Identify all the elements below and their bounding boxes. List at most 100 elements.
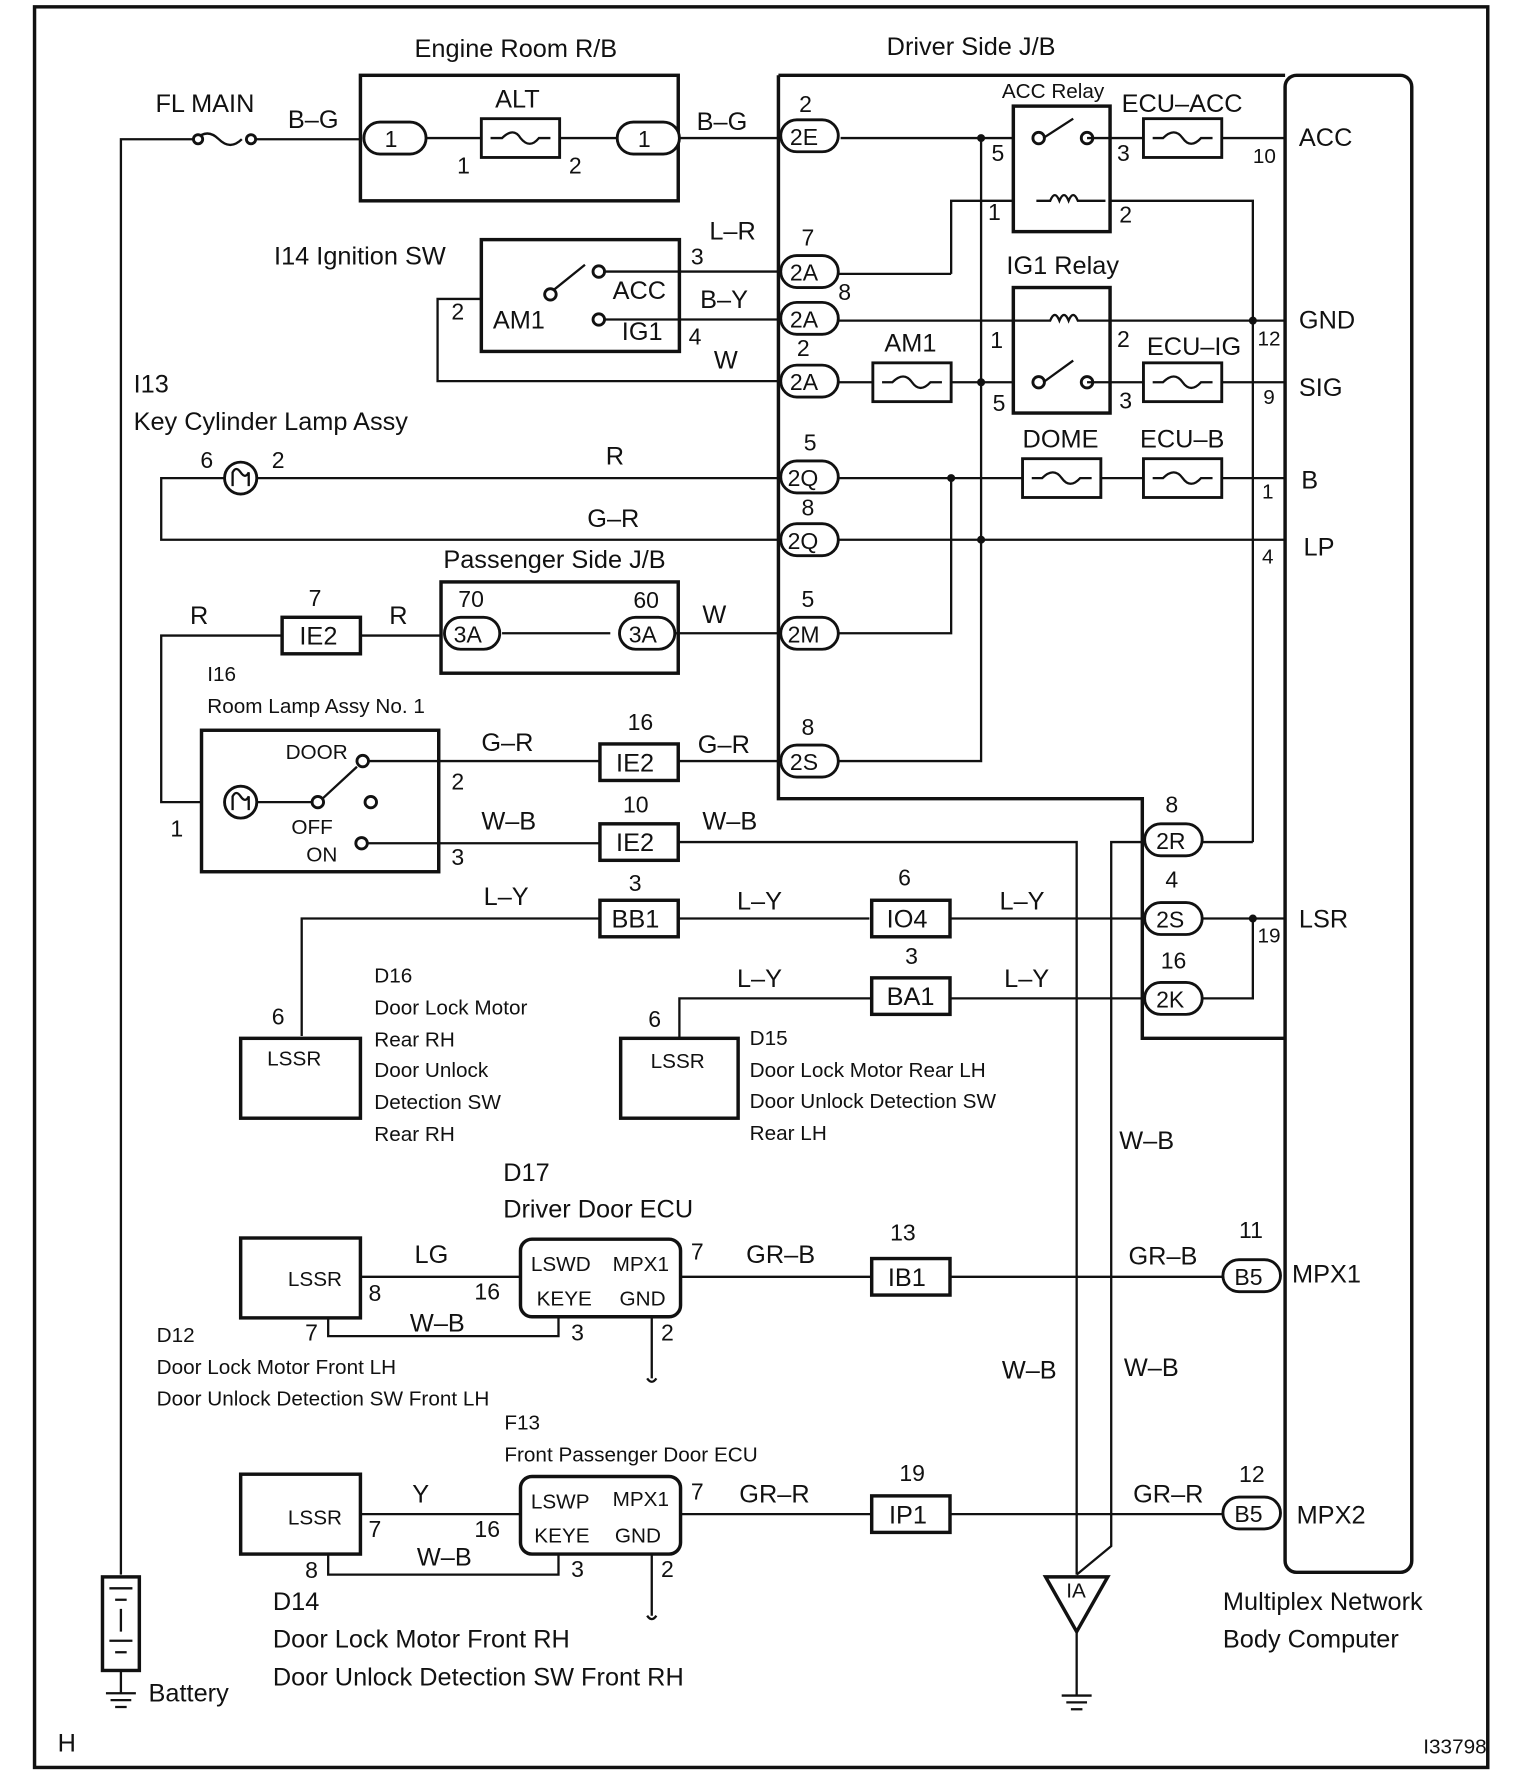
d12-line1: Door Lock Motor Front LH [157, 1356, 397, 1379]
acc-relay-pin-5: 5 [991, 140, 1004, 166]
d16-line2: Rear RH [374, 1028, 455, 1051]
d17-pin-3: 3 [571, 1320, 584, 1346]
ign-ig1: IG1 [622, 318, 663, 346]
bc-acc: ACC [1299, 124, 1352, 152]
ig1-relay-label: IG1 Relay [1006, 252, 1119, 280]
wire-ly-1: L–Y [484, 883, 529, 911]
d15-pin-6: 6 [648, 1006, 661, 1032]
d15-box [618, 1036, 740, 1120]
psjb-pin-60: 60 [633, 587, 659, 613]
pin-2a-7: 7 [801, 224, 814, 250]
d12-pin-7: 7 [305, 1320, 318, 1346]
wire-ly-3: L–Y [1000, 887, 1045, 915]
ib1-pin-13: 13 [890, 1219, 916, 1245]
pin-2s-4: 4 [1165, 867, 1178, 893]
ig1-relay-pin-1: 1 [990, 327, 1003, 353]
rl-pin-2: 2 [451, 769, 464, 795]
d16-line5: Rear RH [374, 1123, 455, 1146]
connector-ip1-label: IP1 [889, 1501, 927, 1529]
wire-ly-4: L–Y [737, 965, 782, 993]
ie2-pin-10: 10 [623, 792, 649, 818]
ign-pin-2: 2 [451, 299, 464, 325]
fl-main-fuse [194, 132, 243, 147]
acc-relay-label: ACC Relay [1002, 80, 1105, 103]
wire-wb-4: W–B [410, 1310, 465, 1338]
wire-wb-5: W–B [1002, 1356, 1057, 1384]
driver-side-jb-label: Driver Side J/B [887, 33, 1056, 61]
wire-grb-2: GR–B [1128, 1242, 1197, 1270]
connector-2s-2-label: 2S [1156, 907, 1184, 933]
b5-pin-12: 12 [1239, 1461, 1265, 1487]
am1-fuse-label: AM1 [884, 330, 936, 358]
d12-box-label: LSSR [288, 1268, 342, 1291]
connector-1-right-label: 1 [638, 126, 651, 152]
d15-line2: Door Unlock Detection SW [750, 1090, 997, 1113]
room-lamp-door: DOOR [286, 741, 348, 764]
bc-pin-4: 4 [1262, 546, 1274, 569]
battery-feed-wire [119, 138, 196, 1575]
connector-2r-label: 2R [1156, 828, 1185, 854]
wire-lg: LG [415, 1241, 449, 1269]
ground-symbol [1061, 1631, 1092, 1711]
pin-2e-num: 2 [799, 91, 812, 117]
body-computer-box [1283, 73, 1414, 1575]
corner-label: H [58, 1730, 76, 1758]
wire-gr-3: G–R [698, 731, 750, 759]
bc-lsr: LSR [1299, 906, 1348, 934]
ig1-relay-box [1011, 285, 1112, 415]
ign-am1: AM1 [493, 307, 545, 335]
ip1-pin-19: 19 [899, 1460, 925, 1486]
room-lamp-id: I16 [207, 663, 236, 686]
d16-line4: Detection SW [374, 1091, 501, 1114]
bc-pin-19: 19 [1257, 925, 1280, 948]
bc-lp: LP [1304, 534, 1335, 562]
d16-line1: Door Lock Motor [374, 996, 527, 1019]
connector-ba1-label: BA1 [887, 983, 935, 1011]
connector-2q-2-label: 2Q [788, 528, 819, 554]
battery-label: Battery [149, 1679, 230, 1707]
alt-pin-2: 2 [569, 153, 582, 179]
ba1-pin-3: 3 [905, 943, 918, 969]
wire-grr-1: GR–R [739, 1481, 809, 1509]
ign-acc: ACC [613, 277, 666, 305]
connector-io4-label: IO4 [887, 906, 928, 934]
connector-bb1-label: BB1 [611, 906, 659, 934]
d17-pin-16: 16 [474, 1279, 500, 1305]
d12-pin-8: 8 [368, 1280, 381, 1306]
wire-w-2: W [702, 601, 726, 629]
f13-keye: KEYE [534, 1525, 589, 1548]
bc-sig: SIG [1299, 374, 1343, 402]
f13-ground [646, 1554, 658, 1621]
d15-id: D15 [750, 1027, 788, 1050]
connector-2s-1-label: 2S [790, 749, 818, 775]
bc-pin-1: 1 [1262, 481, 1274, 504]
connector-2e-label: 2E [790, 124, 818, 150]
d14-pin-8: 8 [305, 1557, 318, 1583]
connector-ie2-3 [598, 822, 680, 863]
wire-wb-7: W–B [417, 1544, 472, 1572]
alt-label: ALT [495, 85, 540, 113]
connector-b5-1 [1221, 1258, 1282, 1294]
pin-2q-5: 5 [804, 430, 817, 456]
d14-pin-7: 7 [368, 1516, 381, 1542]
ignition-sw-box [479, 237, 682, 354]
d16-box [238, 1036, 363, 1120]
f13-pin-7: 7 [691, 1478, 704, 1504]
pin-2a-2: 2 [797, 335, 810, 361]
ground-point-ia [1042, 1575, 1111, 1636]
connector-3a-1 [443, 615, 502, 651]
d12-id: D12 [157, 1324, 195, 1347]
d15-box-label: LSSR [651, 1050, 705, 1073]
connector-io4 [869, 898, 952, 939]
f13-id: F13 [504, 1412, 540, 1435]
d16-id: D16 [374, 965, 412, 988]
connector-1-left-label: 1 [385, 126, 398, 152]
ie2-pin-16: 16 [628, 709, 654, 735]
d16-pin-6: 6 [272, 1004, 285, 1030]
ecu-acc-label: ECU–ACC [1122, 90, 1243, 118]
d17-mpx1: MPX1 [613, 1253, 669, 1276]
wire-wb-3: W–B [1119, 1127, 1174, 1155]
connector-2s-1 [779, 743, 840, 779]
key-cyl-id: I13 [134, 371, 169, 399]
